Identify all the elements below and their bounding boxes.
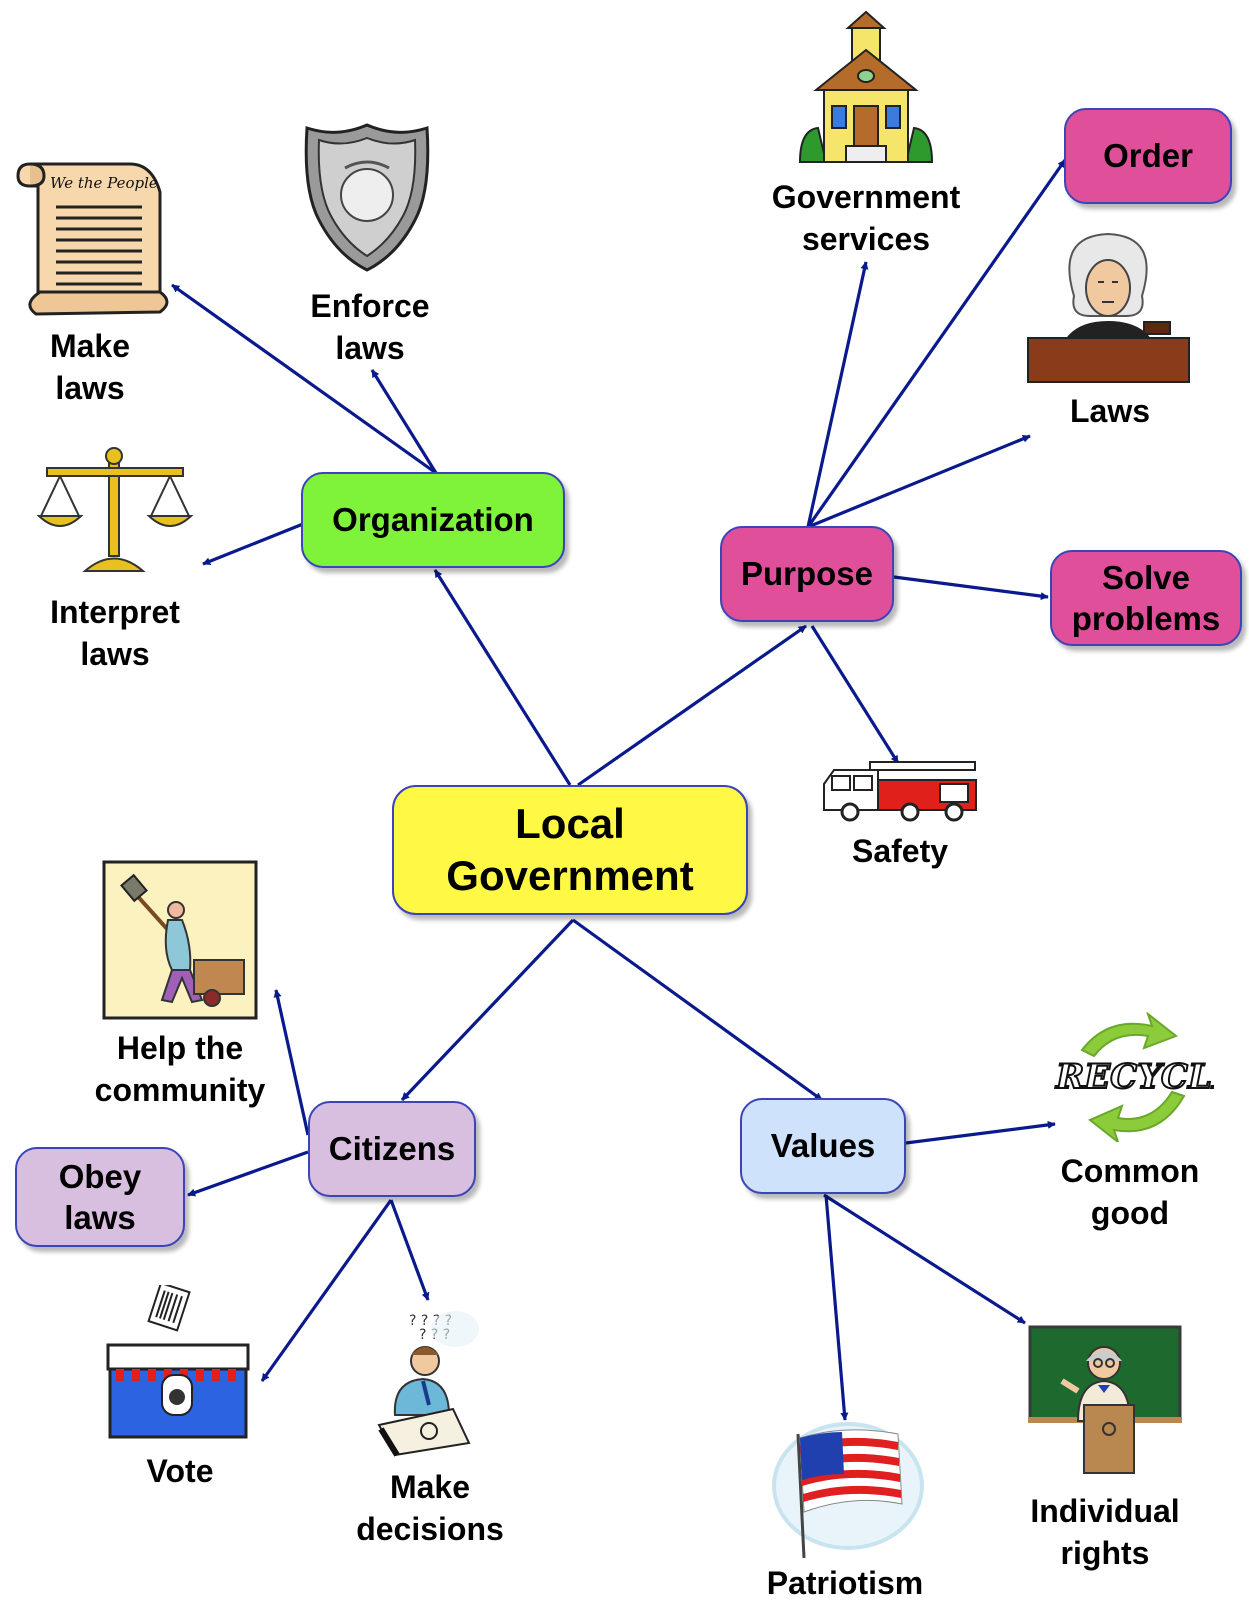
edge-organization-interpret-laws xyxy=(202,522,304,566)
edge-purpose-solve xyxy=(893,575,1049,601)
label-patriotism: Patriotism xyxy=(766,1565,924,1601)
community-worker-icon xyxy=(102,860,258,1020)
node-citizens: Citizens xyxy=(308,1101,476,1197)
node-purpose: Purpose xyxy=(720,526,894,622)
edge-purpose-services xyxy=(806,261,869,528)
svg-text:We the People: We the People xyxy=(50,174,158,192)
label-common-good: Common good xyxy=(1060,1153,1200,1231)
label-laws: Laws xyxy=(1069,393,1151,429)
node-order: Order xyxy=(1064,108,1232,204)
edge-center-citizens xyxy=(400,918,575,1102)
edge-values-rights xyxy=(823,1193,1026,1325)
american-flag-icon xyxy=(766,1420,924,1560)
edge-citizens-help xyxy=(273,989,310,1136)
police-badge-icon xyxy=(297,120,437,275)
label-vote: Vote xyxy=(146,1453,214,1489)
label-help-community: Help the community xyxy=(94,1030,266,1108)
edge-purpose-safety xyxy=(810,625,900,764)
node-solve-problems: Solve problems xyxy=(1050,550,1242,646)
edge-purpose-order xyxy=(806,159,1067,528)
label-make-laws: Make laws xyxy=(49,328,131,406)
edge-center-values xyxy=(572,918,823,1102)
edge-center-organization xyxy=(433,569,572,786)
ballot-box-icon xyxy=(106,1285,250,1439)
edge-citizens-vote xyxy=(260,1199,393,1382)
edge-center-purpose xyxy=(577,624,807,787)
edge-organization-enforce-laws xyxy=(370,369,438,474)
edge-citizens-obey xyxy=(187,1150,309,1197)
label-safety: Safety xyxy=(851,833,949,869)
document-scroll-icon: We the People xyxy=(10,152,170,317)
recycle-icon: RECYCLE xyxy=(1052,1012,1214,1142)
label-individual-rights: Individual rights xyxy=(1030,1493,1180,1571)
node-local-government: Local Government xyxy=(392,785,748,915)
edge-values-common xyxy=(905,1120,1056,1145)
thinking-person-icon: ? ? ? ? ? ? ? xyxy=(373,1305,483,1459)
edge-values-patriotism xyxy=(824,1194,849,1421)
judge-icon xyxy=(1026,226,1191,384)
scales-of-justice-icon xyxy=(35,446,195,576)
node-obey-laws: Obey laws xyxy=(15,1147,185,1247)
node-values: Values xyxy=(740,1098,906,1194)
edge-purpose-laws xyxy=(807,434,1031,529)
label-make-decisions: Make decisions xyxy=(356,1469,504,1547)
teacher-icon xyxy=(1028,1325,1182,1475)
node-organization: Organization xyxy=(301,472,565,568)
schoolhouse-icon xyxy=(796,10,936,170)
label-interpret-laws: Interpret laws xyxy=(50,594,180,672)
edge-citizens-decisions xyxy=(389,1199,430,1301)
recycle-word: RECYCLE xyxy=(1055,1057,1214,1097)
fire-truck-icon xyxy=(820,760,980,822)
label-government-services: Government services xyxy=(771,179,961,257)
edge-organization-make-laws xyxy=(171,283,437,475)
label-enforce-laws: Enforce laws xyxy=(310,288,430,366)
